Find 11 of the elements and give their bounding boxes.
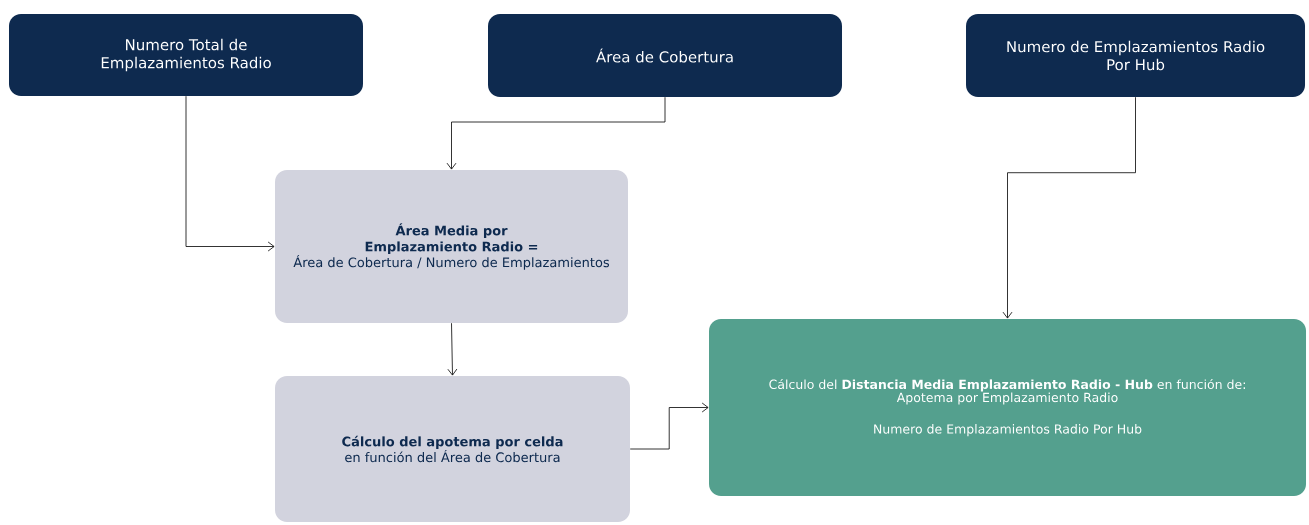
arrow xyxy=(447,322,458,376)
process-box: Numero Total de Emplazamientos Radio xyxy=(9,14,363,96)
arrow xyxy=(1002,96,1136,319)
arrow xyxy=(446,96,666,170)
process-box: Cálculo del Distancia Media Emplazamiento Radio - Hub en función de: Apotema por Emplazamiento Radio Numero de Emplazamientos Radio Por Hub xyxy=(709,319,1306,496)
arrow xyxy=(185,95,275,252)
process-box: Numero de Emplazamientos Radio Por Hub xyxy=(966,14,1305,97)
process-box: Área Media por Emplazamiento Radio = Área de Cobertura / Numero de Emplazamientos xyxy=(275,170,628,323)
arrow xyxy=(629,402,709,450)
process-box: Cálculo del apotema por celda en función del Área de Cobertura xyxy=(275,376,630,522)
process-box: Área de Cobertura xyxy=(488,14,842,97)
